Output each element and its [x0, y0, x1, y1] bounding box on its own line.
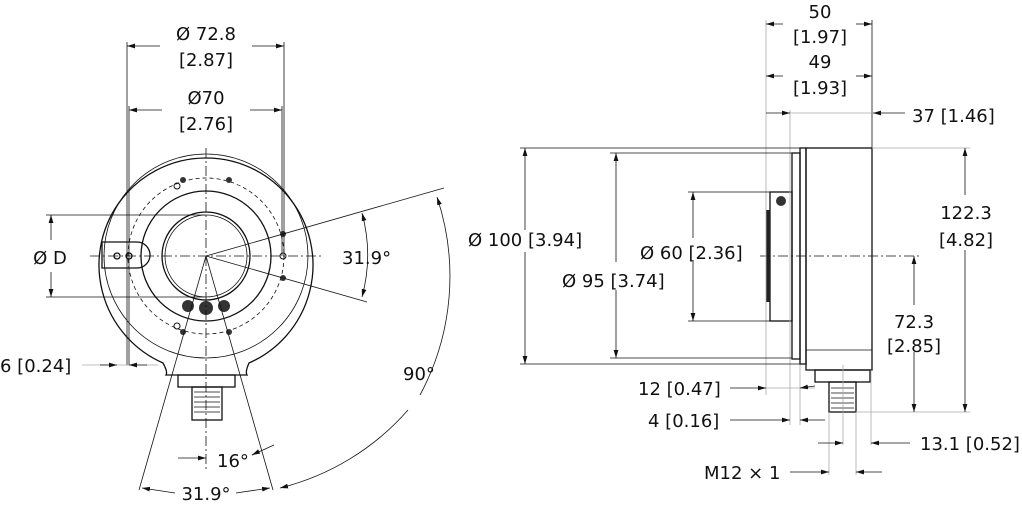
angle-large: 90° [403, 364, 435, 385]
dim-depth-total: 50 [809, 2, 832, 23]
dim-thread: M12 × 1 [704, 463, 780, 484]
dim-depth-body: 49 [809, 52, 832, 73]
angle-right: 31.9° [342, 248, 391, 269]
dim-4: 4 [0.16] [648, 411, 719, 432]
dim-outer-diameter: Ø 72.8 [176, 24, 236, 45]
dim-diameter-100: Ø 100 [3.94] [468, 230, 582, 251]
dim-bolt-circle-in: [2.76] [179, 114, 233, 135]
dim-depth-body-in: [1.93] [793, 78, 847, 99]
side-view: 50 [1.97] 49 [1.93] 37 [1.46] Ø 100 [3.9… [468, 2, 1020, 484]
dim-diameter-60: Ø 60 [2.36] [640, 243, 743, 264]
dim-center-height: 72.3 [894, 312, 934, 333]
dim-outer-diameter-in: [2.87] [179, 50, 233, 71]
dim-12: 12 [0.47] [638, 379, 721, 400]
housing-outline [98, 157, 314, 376]
angle-small: 16° [217, 451, 249, 472]
dim-center-height-in: [2.85] [887, 336, 941, 357]
dim-depth-total-in: [1.97] [793, 27, 847, 48]
dim-13: 13.1 [0.52] [920, 434, 1020, 455]
angle-bottom: 31.9° [181, 484, 230, 505]
dim-height: 122.3 [940, 203, 992, 224]
dim-slot: 6 [0.24] [0, 356, 71, 377]
dim-height-in: [4.82] [939, 230, 993, 251]
dim-depth-37: 37 [1.46] [912, 106, 995, 127]
dim-shaft-diameter: Ø D [33, 248, 67, 269]
front-view: Ø 72.8 [2.87] Ø70 [2.76] Ø D 6 [0.24] 31… [0, 24, 451, 505]
dim-diameter-95: Ø 95 [3.74] [562, 271, 665, 292]
dim-bolt-circle: Ø70 [187, 88, 224, 109]
